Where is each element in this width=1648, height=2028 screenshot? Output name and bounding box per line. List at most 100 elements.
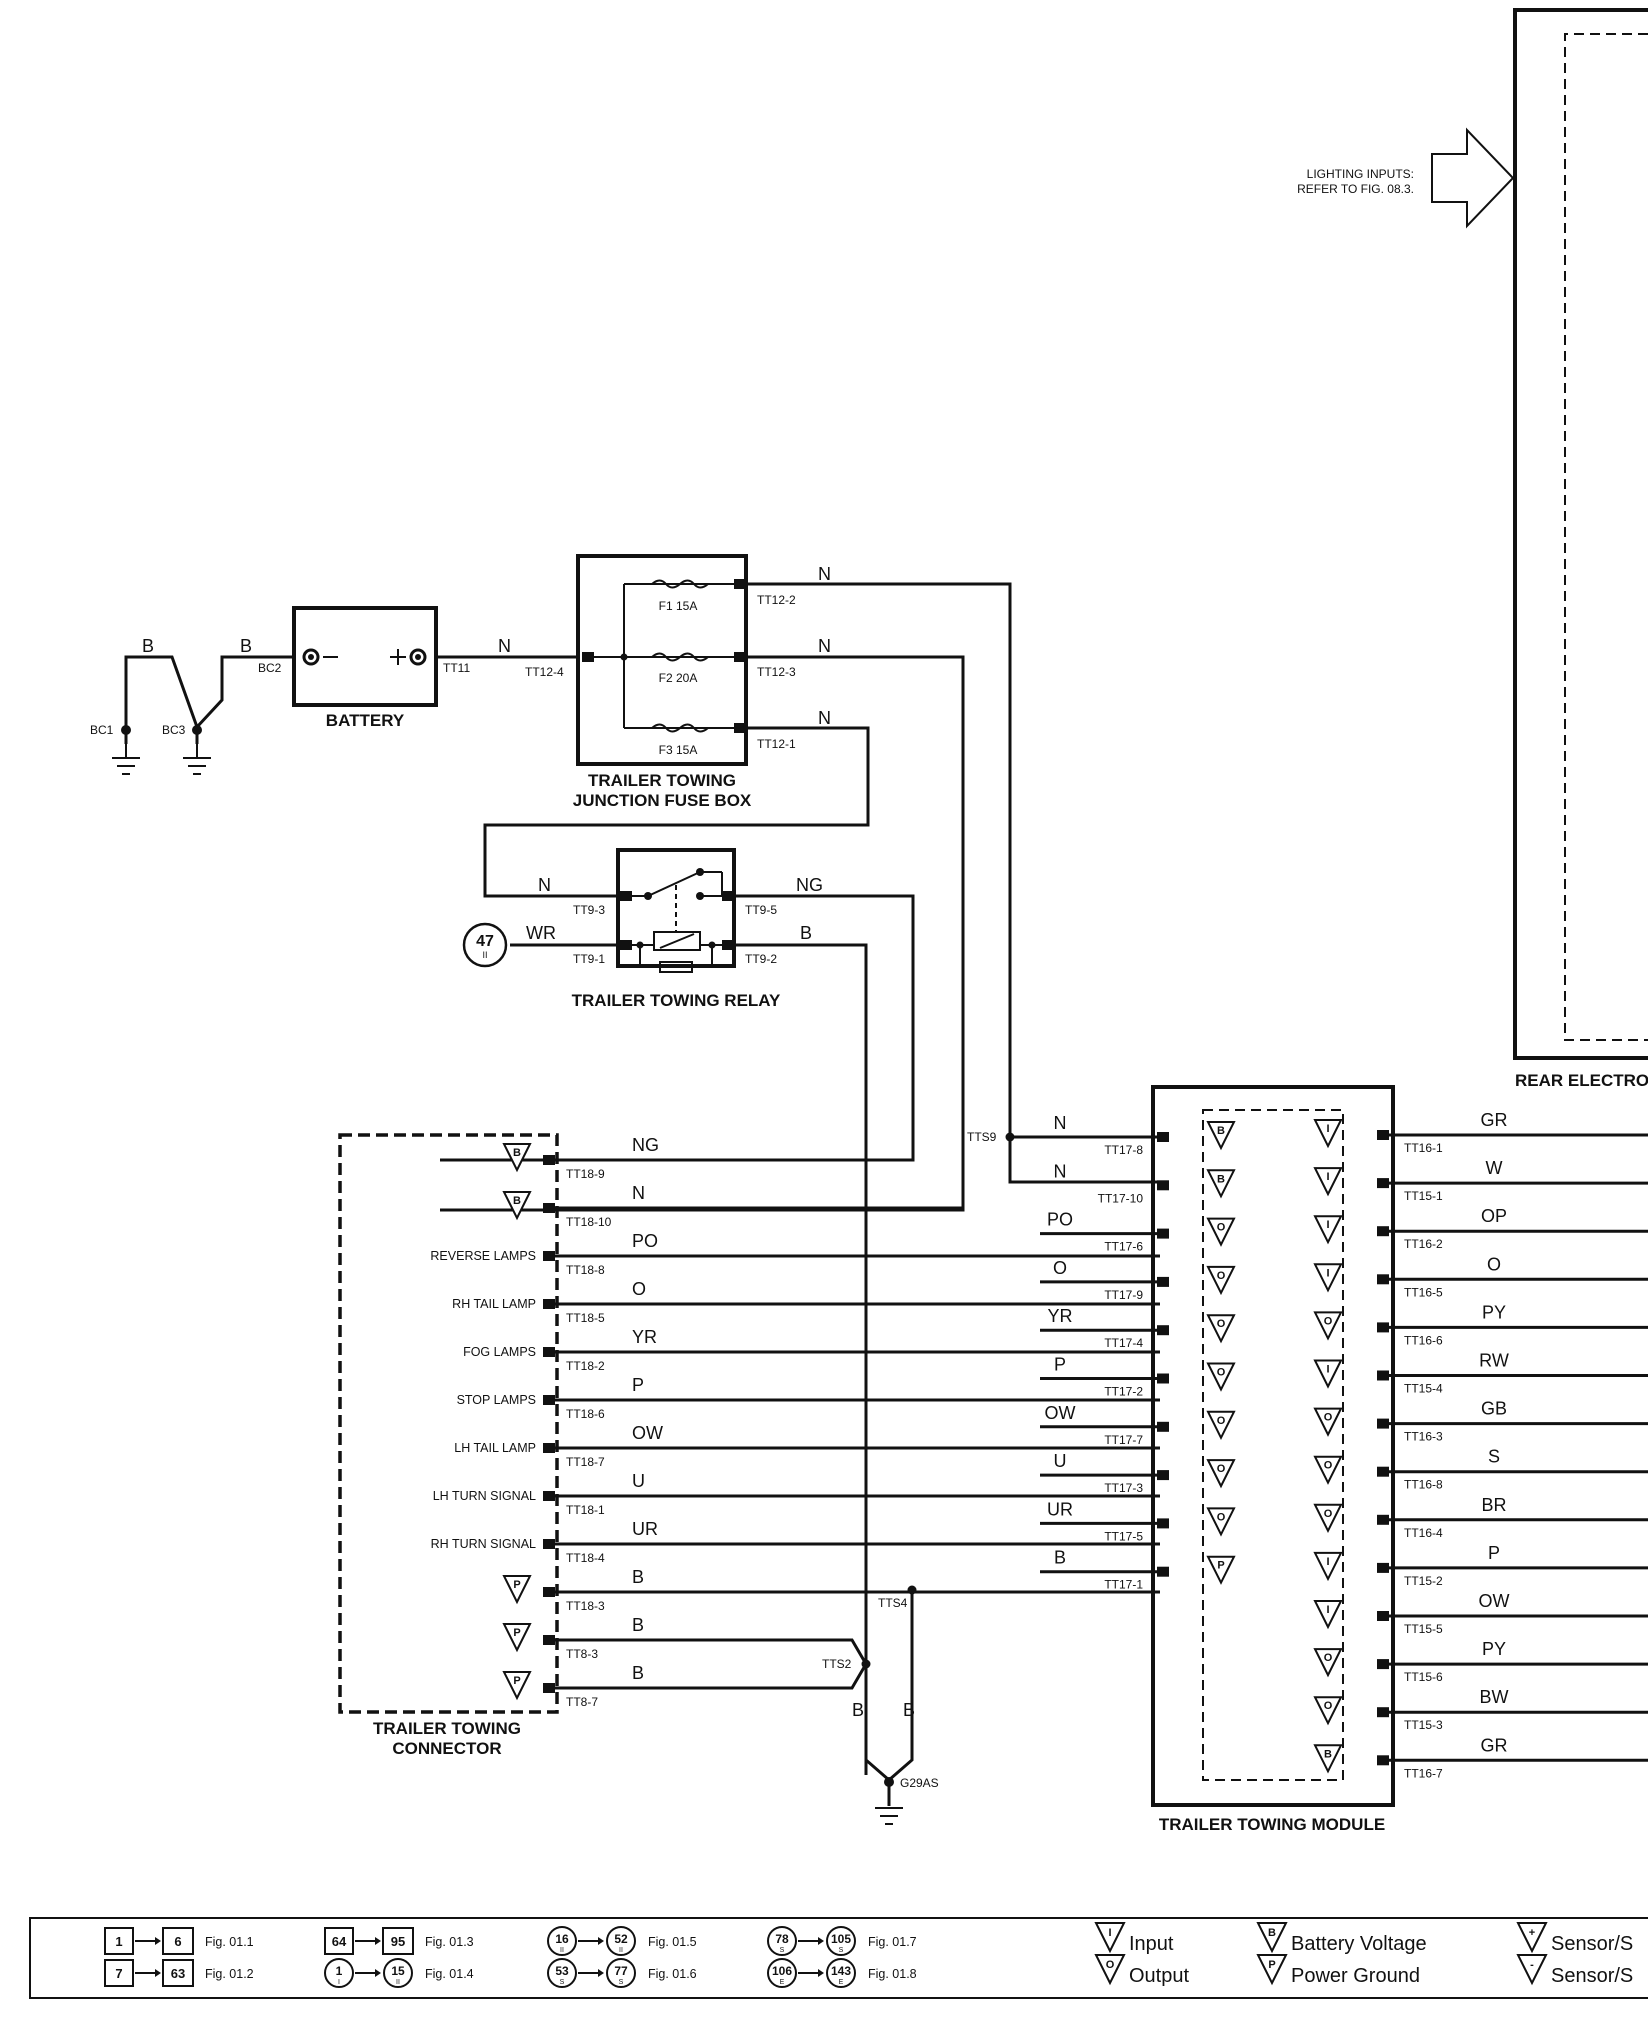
input-icon-letter: I [1326, 1219, 1329, 1231]
connector-pin-label: TT18-5 [566, 1311, 605, 1325]
connector-title-1: TRAILER TOWING [373, 1719, 521, 1738]
connector-wire-label: U [632, 1471, 645, 1491]
svg-text:E: E [780, 1979, 785, 1986]
module-pin-label: TT17-3 [1104, 1481, 1143, 1495]
cross-reference-47: 47 II [462, 922, 508, 968]
battery-voltage-icon: B [502, 1143, 532, 1173]
wire-label-n-feed: N [498, 636, 511, 656]
module-pin-label: TT17-4 [1104, 1336, 1143, 1350]
connector-wire-label: OW [632, 1423, 663, 1443]
module-wire-label: GR [1481, 1735, 1508, 1755]
output-icon-letter: O [1217, 1511, 1226, 1523]
power-ground-icon-letter: P [513, 1675, 520, 1687]
module-pin-label: TT16-4 [1404, 1526, 1443, 1540]
input-icon-letter: I [1326, 1171, 1329, 1183]
relay-wire-b: B [800, 923, 812, 943]
module-pin-label: TT16-8 [1404, 1478, 1443, 1492]
input-icon-letter: I [1326, 1123, 1329, 1135]
module-wire-label: O [1053, 1258, 1067, 1278]
connector-wire-label: N [632, 1183, 645, 1203]
connector-pin-label: TT8-7 [566, 1695, 598, 1709]
output-icon: O [1313, 1503, 1343, 1534]
relay-title: TRAILER TOWING RELAY [572, 991, 781, 1010]
ground-label-bc3: BC3 [162, 723, 186, 737]
connector-function-label: LH TAIL LAMP [454, 1441, 536, 1455]
battery-label: BATTERY [326, 711, 405, 730]
sensor-positive-icon: + [1516, 1922, 1548, 1954]
connector-pin-label: TT18-9 [566, 1167, 605, 1181]
splice-tts2: TTS2 [822, 1657, 852, 1671]
connector-pin [543, 1299, 555, 1309]
ground-symbol [112, 744, 140, 775]
fuse-f3-pin: TT12-1 [757, 737, 796, 751]
svg-text:1: 1 [336, 1964, 343, 1978]
module-title: TRAILER TOWING MODULE [1159, 1815, 1385, 1834]
output-icon: O [1206, 1410, 1236, 1441]
module-pin-label: TT15-2 [1404, 1574, 1443, 1588]
svg-text:S: S [780, 1947, 785, 1954]
svg-text:105: 105 [831, 1932, 851, 1946]
connector-pin [543, 1683, 555, 1693]
fuse-f1-pin: TT12-2 [757, 593, 796, 607]
connector-pin [543, 1395, 555, 1405]
output-icon: O [1313, 1311, 1343, 1341]
ground-wire-b-right: B [903, 1700, 915, 1720]
svg-text:E: E [839, 1979, 844, 1986]
input-icon-letter: I [1326, 1604, 1329, 1616]
svg-text:52: 52 [614, 1932, 628, 1946]
rear-electronic-module: REAR ELECTRO [1513, 8, 1648, 1090]
fuse-f3: F3 15A [624, 723, 746, 757]
svg-text:1: 1 [115, 1934, 122, 1949]
connector-wire-label: P [632, 1375, 644, 1395]
svg-text:II: II [619, 1947, 623, 1954]
power-ground-icon-letter: P [513, 1579, 520, 1591]
battery-voltage-icon-letter: B [1217, 1173, 1225, 1185]
input-icon: I [1094, 1922, 1126, 1954]
module-pin-label: TT17-7 [1104, 1433, 1143, 1447]
svg-text:53: 53 [555, 1964, 569, 1978]
connector-pin-label: TT8-3 [566, 1647, 598, 1661]
svg-text:95: 95 [391, 1934, 405, 1949]
fuse-f2-wire: N [818, 636, 831, 656]
battery-pos-pin: TT11 [443, 661, 470, 675]
svg-text:106: 106 [772, 1964, 792, 1978]
output-icon: O [1206, 1459, 1236, 1489]
svg-text:63: 63 [171, 1966, 185, 1981]
output-icon: O [1313, 1407, 1343, 1437]
sensor-negative-icon: - [1516, 1954, 1548, 1986]
module-wire-label: P [1054, 1355, 1066, 1375]
svg-text:S: S [839, 1947, 844, 1954]
ground-symbol [183, 744, 211, 775]
wire-label-b1: B [142, 636, 154, 656]
connector-wire-label: B [632, 1615, 644, 1635]
connector-pin [543, 1251, 555, 1261]
output-icon: O [1313, 1455, 1343, 1485]
ref-47-sub: II [482, 950, 487, 960]
module-wire-label: O [1487, 1254, 1501, 1274]
ground-symbol [875, 1807, 903, 1825]
module-wire-label: PY [1482, 1302, 1506, 1322]
module-pin-label: TT17-6 [1104, 1240, 1143, 1254]
connector-pin [543, 1635, 555, 1645]
module-wire-label: UR [1047, 1499, 1073, 1519]
splice-tts4: TTS4 [878, 1596, 908, 1610]
svg-text:Sensor/S: Sensor/S [1551, 1965, 1633, 1987]
ground-label-bc1: BC1 [90, 723, 114, 737]
power-ground-icon-letter: P [1268, 1959, 1275, 1971]
module-wire-label: OW [1479, 1591, 1510, 1611]
